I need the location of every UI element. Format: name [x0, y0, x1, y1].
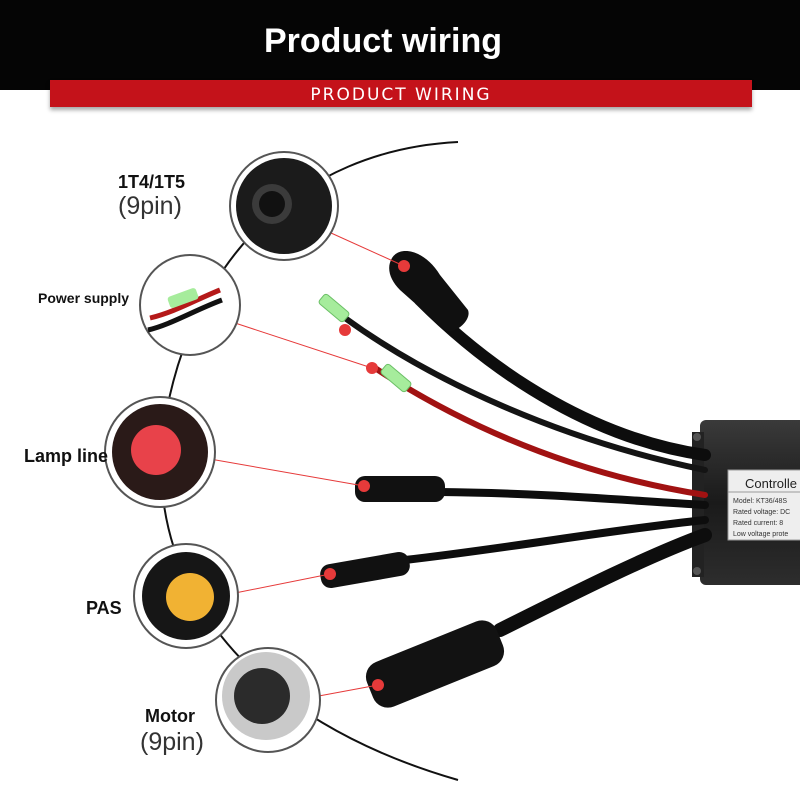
pointer-dots: [324, 260, 410, 691]
controller-spec-lines: Model: KT36/48S Rated voltage: DC Rated …: [733, 496, 790, 540]
cable-bundle: [342, 294, 712, 637]
label-power-supply: Power supply: [38, 290, 130, 306]
page-title: Product wiring: [264, 22, 502, 60]
plug-lamp: [355, 476, 445, 502]
detail-motor: (9pin): [140, 728, 204, 756]
circle-motor: [215, 647, 321, 753]
subtitle-banner: PRODUCT WIRING: [50, 80, 752, 107]
cable-power-black: [342, 315, 708, 473]
header-bar: Product wiring: [0, 0, 800, 90]
pointer-lines: [209, 227, 405, 699]
label-lamp-line: Lamp line: [24, 446, 109, 466]
cable-power-red: [372, 365, 708, 498]
plug-pas: [320, 551, 410, 589]
cable-pas: [401, 516, 709, 564]
plug-power: [318, 293, 412, 393]
cable-motor: [493, 528, 712, 637]
detail-1t4: (9pin): [118, 192, 182, 220]
banner-text: PRODUCT WIRING: [310, 85, 492, 105]
circle-1t4: [229, 151, 339, 261]
circle-pas: [133, 543, 239, 649]
controller-line-2: Rated voltage: DC: [733, 509, 791, 516]
controller-line-1: Model: KT36/48S: [733, 498, 788, 505]
controller-line-4: Low voltage prote: [733, 531, 789, 538]
circle-lamp: [104, 396, 216, 508]
label-motor: Motor: [145, 706, 195, 726]
label-pas: PAS: [86, 598, 122, 618]
plug-motor: [365, 620, 505, 708]
controller-line-3: Rated current: 8: [733, 520, 784, 527]
circle-power: [139, 254, 241, 356]
cable-lamp: [436, 488, 709, 509]
plug-display: [389, 251, 469, 331]
controller-label: Controlle: [745, 476, 798, 491]
label-1t4: 1T4/1T5: [118, 172, 186, 192]
